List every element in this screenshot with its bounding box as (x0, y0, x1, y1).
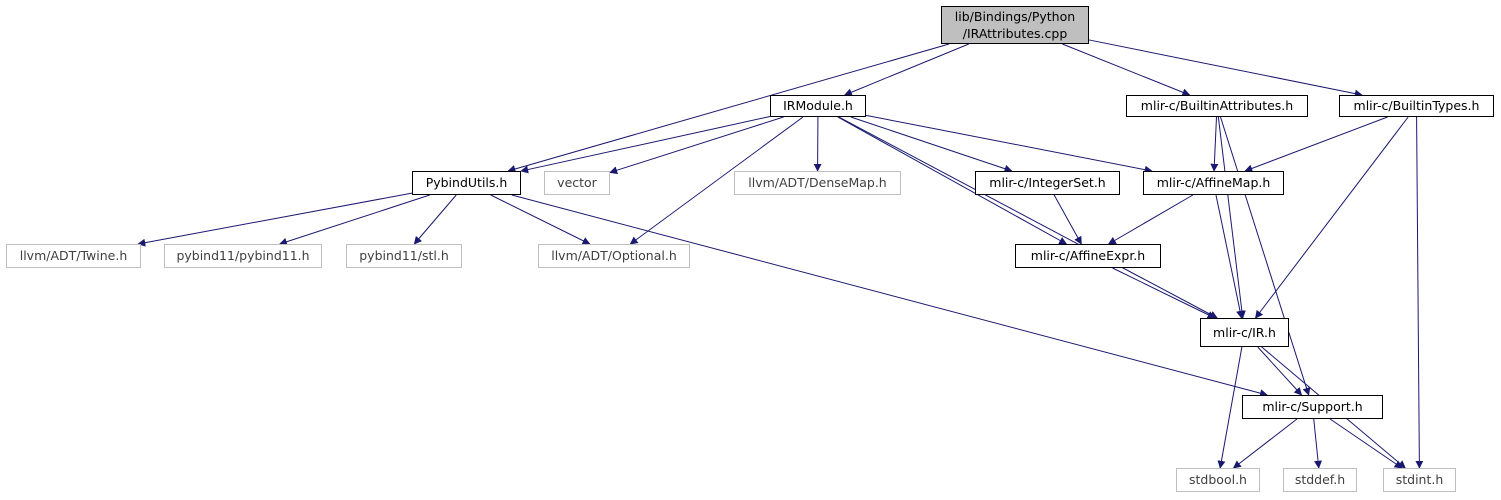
edge-builtinattrs-to-affinemap (1210, 116, 1219, 172)
node-optional-h: llvm/ADT/Optional.h (538, 244, 690, 268)
node-pybind11-h: pybind11/pybind11.h (164, 244, 322, 268)
node-affinemap-h[interactable]: mlir-c/AffineMap.h (1143, 171, 1284, 195)
node-twine-h: llvm/ADT/Twine.h (6, 244, 141, 268)
edge-support-to-stdbool (1232, 418, 1298, 469)
edge-integerset-to-affineexpr (1053, 194, 1082, 245)
edge-pybindutils-to-optional (490, 194, 591, 245)
edge-root-to-pybindutils (507, 43, 950, 173)
edge-root-to-irmodule (844, 43, 969, 96)
edge-irmodule-to-affineexpr (837, 116, 1068, 245)
edge-affineexpr-to-ir (1112, 267, 1216, 319)
node-densemap-h: llvm/ADT/DenseMap.h (734, 171, 901, 195)
node-pybindutils-h[interactable]: PybindUtils.h (412, 171, 521, 195)
node-vector: vector (544, 171, 610, 195)
edge-builtintypes-to-affinemap (1244, 116, 1388, 173)
edge-pybindutils-to-pybind11 (278, 194, 430, 246)
node-ir-h[interactable]: mlir-c/IR.h (1200, 318, 1289, 347)
node-pybind11-stl-h: pybind11/stl.h (346, 244, 462, 268)
root-file-line-1: lib/Bindings/Python (954, 9, 1076, 24)
edge-irmodule-to-integerset (850, 116, 1013, 173)
node-builtin-types-h[interactable]: mlir-c/BuiltinTypes.h (1339, 95, 1494, 117)
node-affineexpr-h[interactable]: mlir-c/AffineExpr.h (1015, 244, 1161, 268)
edge-builtintypes-to-ir (1255, 116, 1409, 319)
edge-root-to-builtintypes (1088, 39, 1363, 98)
root-file-line-2: /IRAttributes.cpp (962, 26, 1068, 41)
edge-affinemap-to-ir (1215, 194, 1244, 319)
edge-builtinattrs-to-ir (1217, 116, 1246, 319)
edge-builtintypes-to-stdint (1415, 116, 1424, 469)
edge-affinemap-to-affineexpr (1107, 194, 1194, 245)
edge-ir-to-stdbool (1217, 346, 1243, 469)
edge-pybindutils-to-twine (137, 192, 413, 247)
edge-ir-to-support (1257, 346, 1303, 396)
edge-support-to-stddef (1313, 418, 1323, 469)
edge-root-to-builtinattrs (1062, 43, 1191, 97)
edge-pybindutils-to-support (511, 194, 1268, 398)
edge-pybindutils-to-stl (413, 194, 457, 245)
edge-irmodule-to-ir (838, 116, 1218, 319)
node-integerset-h[interactable]: mlir-c/IntegerSet.h (975, 171, 1120, 195)
edge-irmodule-to-optional (629, 116, 804, 245)
node-builtin-attributes-h[interactable]: mlir-c/BuiltinAttributes.h (1126, 95, 1308, 117)
edge-irmodule-to-affinemap (865, 114, 1153, 174)
node-stdint-h: stdint.h (1383, 468, 1456, 492)
edge-support-to-stdint (1329, 418, 1403, 469)
node-stddef-h: stddef.h (1283, 468, 1357, 492)
node-support-h[interactable]: mlir-c/Support.h (1242, 395, 1383, 419)
node-irmodule-h[interactable]: IRModule.h (770, 95, 866, 117)
node-stdbool-h: stdbool.h (1176, 468, 1260, 492)
root-file-node: lib/Bindings/Python /IRAttributes.cpp (941, 6, 1089, 44)
edge-irmodule-to-vector (609, 116, 784, 175)
edge-irmodule-to-pybindutils (520, 116, 771, 174)
edge-builtinattrs-to-support (1220, 116, 1311, 396)
